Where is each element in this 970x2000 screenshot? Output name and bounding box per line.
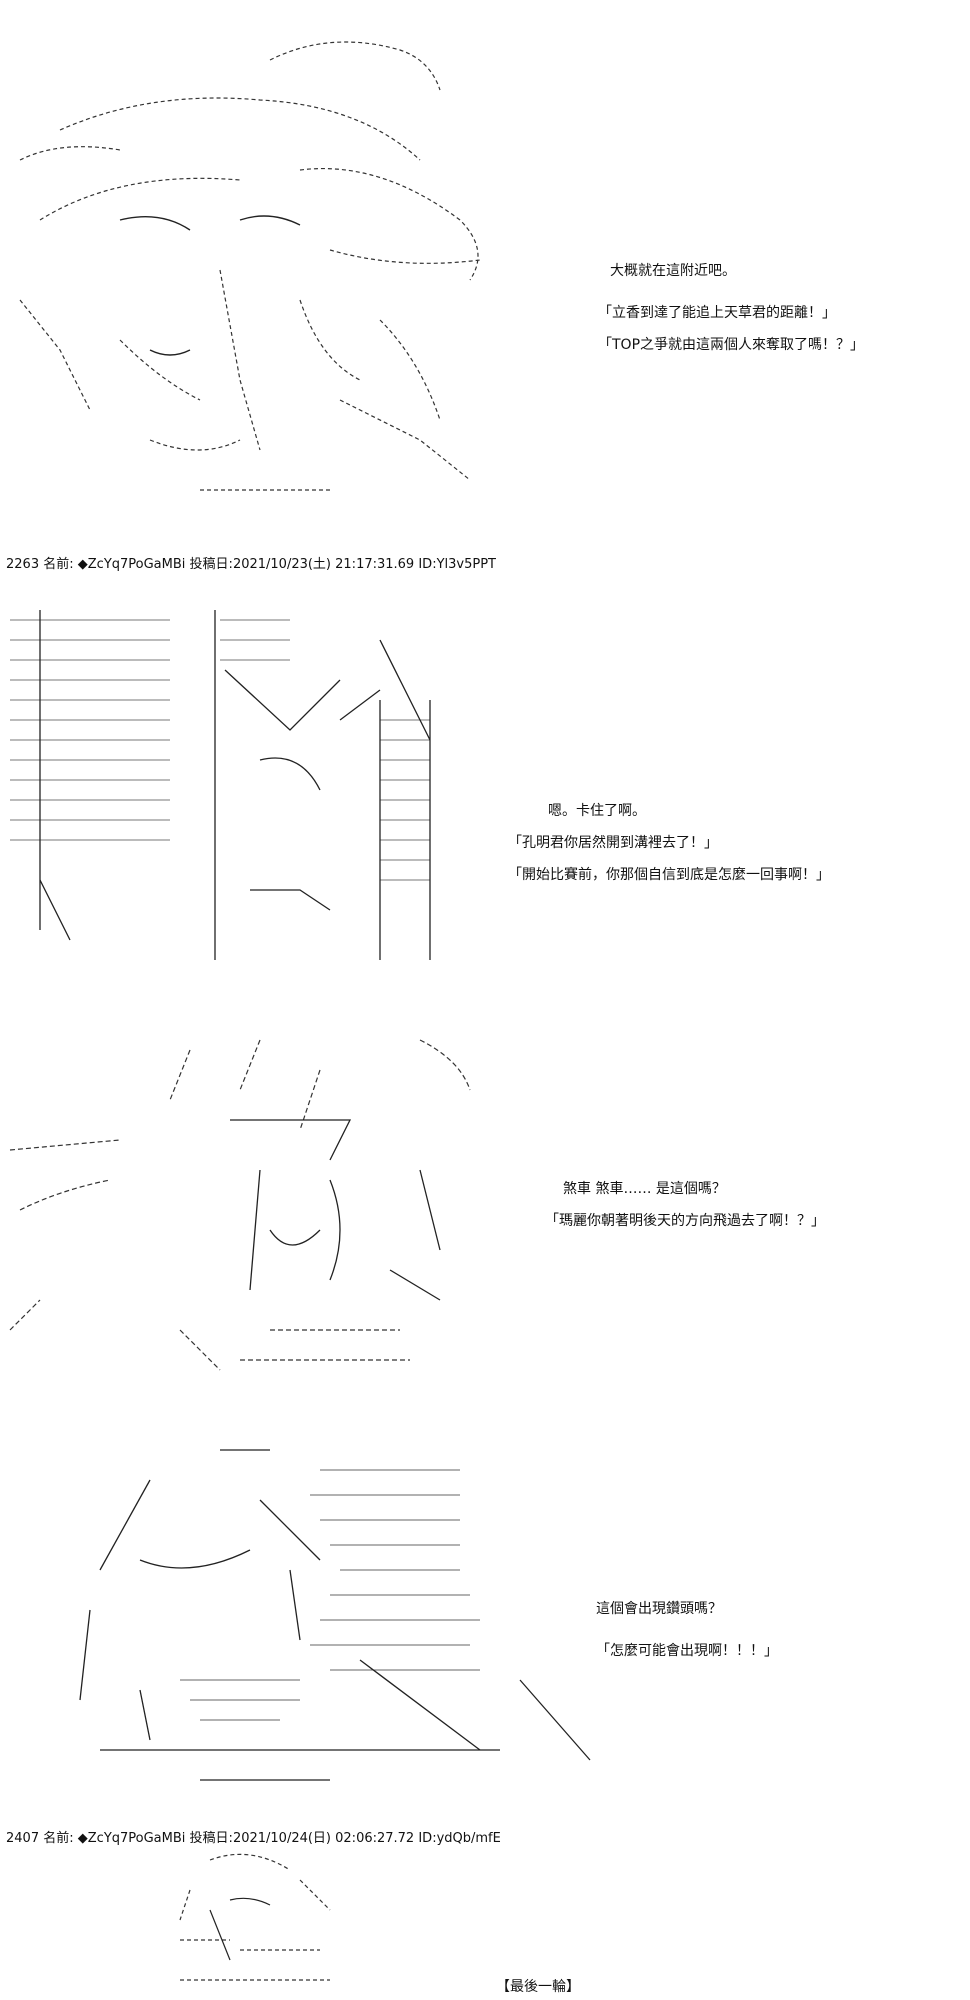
dialogue-line: 大概就在這附近吧。 — [610, 263, 736, 279]
ascii-art-portrait-1 — [0, 20, 520, 520]
dialogue-line: 「孔明君你居然開到溝裡去了！」 — [508, 835, 718, 851]
post-name-label: 名前: — [43, 1831, 74, 1846]
dialogue-box-2: 嗯。卡住了啊。 「孔明君你居然開到溝裡去了！」 「開始比賽前，你那個自信到底是怎… — [508, 800, 830, 896]
panel-3: 煞車 煞車…… 是這個嗎？ 「瑪麗你朝著明後天的方向飛過去了啊！？」 — [0, 1020, 970, 1400]
dialogue-line: 嗯。卡住了啊。 — [548, 803, 646, 819]
post-tripcode: ◆ZcYq7PoGaMBi — [77, 557, 186, 572]
dialogue-line: 這個會出現鑽頭嗎？ — [596, 1601, 722, 1617]
ascii-art-character-4 — [0, 1440, 600, 1810]
ascii-art-character-3 — [0, 1030, 520, 1400]
post-header-2407: 2407 名前: ◆ZcYq7PoGaMBi 投稿日:2021/10/24(日)… — [6, 1827, 501, 1846]
chapter-footer: 【最後一輪】 — [496, 1979, 580, 1995]
panel-4: 這個會出現鑽頭嗎？ 「怎麼可能會出現啊！！！」 — [0, 1400, 970, 1820]
dialogue-box-3: 煞車 煞車…… 是這個嗎？ 「瑪麗你朝著明後天的方向飛過去了啊！？」 — [545, 1178, 825, 1242]
dialogue-line: 煞車 煞車…… 是這個嗎？ — [563, 1181, 726, 1197]
post-posted-label: 投稿日: — [189, 557, 233, 572]
dialogue-box-1: 大概就在這附近吧。 「立香到達了能追上天草君的距離！」 「TOP之爭就由這兩個人… — [598, 260, 864, 366]
dialogue-line: 「立香到達了能追上天草君的距離！」 — [598, 305, 836, 321]
dialogue-line: 「TOP之爭就由這兩個人來奪取了嗎！？」 — [598, 337, 865, 353]
post-id: ID:Yl3v5PPT — [418, 557, 496, 572]
ascii-art-scene-2 — [0, 600, 480, 970]
post-number: 2263 — [6, 557, 40, 572]
post-datetime: 2021/10/24(日) 02:06:27.72 — [232, 1831, 415, 1846]
panel-5 — [0, 1850, 970, 2000]
dialogue-box-4: 這個會出現鑽頭嗎？ 「怎麼可能會出現啊！！！」 — [596, 1598, 778, 1672]
dialogue-line: 「開始比賽前，你那個自信到底是怎麼一回事啊！」 — [508, 867, 830, 883]
post-number: 2407 — [6, 1831, 40, 1846]
ascii-art-character-5 — [170, 1850, 350, 1998]
panel-2: 嗯。卡住了啊。 「孔明君你居然開到溝裡去了！」 「開始比賽前，你那個自信到底是怎… — [0, 590, 970, 990]
post-tripcode: ◆ZcYq7PoGaMBi — [77, 1831, 186, 1846]
post-posted-label: 投稿日: — [189, 1831, 233, 1846]
post-header-2263: 2263 名前: ◆ZcYq7PoGaMBi 投稿日:2021/10/23(土)… — [6, 553, 496, 572]
post-datetime: 2021/10/23(土) 21:17:31.69 — [232, 557, 415, 572]
post-id: ID:ydQb/mfE — [418, 1831, 501, 1846]
panel-1: 大概就在這附近吧。 「立香到達了能追上天草君的距離！」 「TOP之爭就由這兩個人… — [0, 0, 970, 530]
post-name-label: 名前: — [43, 557, 74, 572]
dialogue-line: 「瑪麗你朝著明後天的方向飛過去了啊！？」 — [545, 1213, 825, 1229]
dialogue-line: 「怎麼可能會出現啊！！！」 — [596, 1643, 778, 1659]
